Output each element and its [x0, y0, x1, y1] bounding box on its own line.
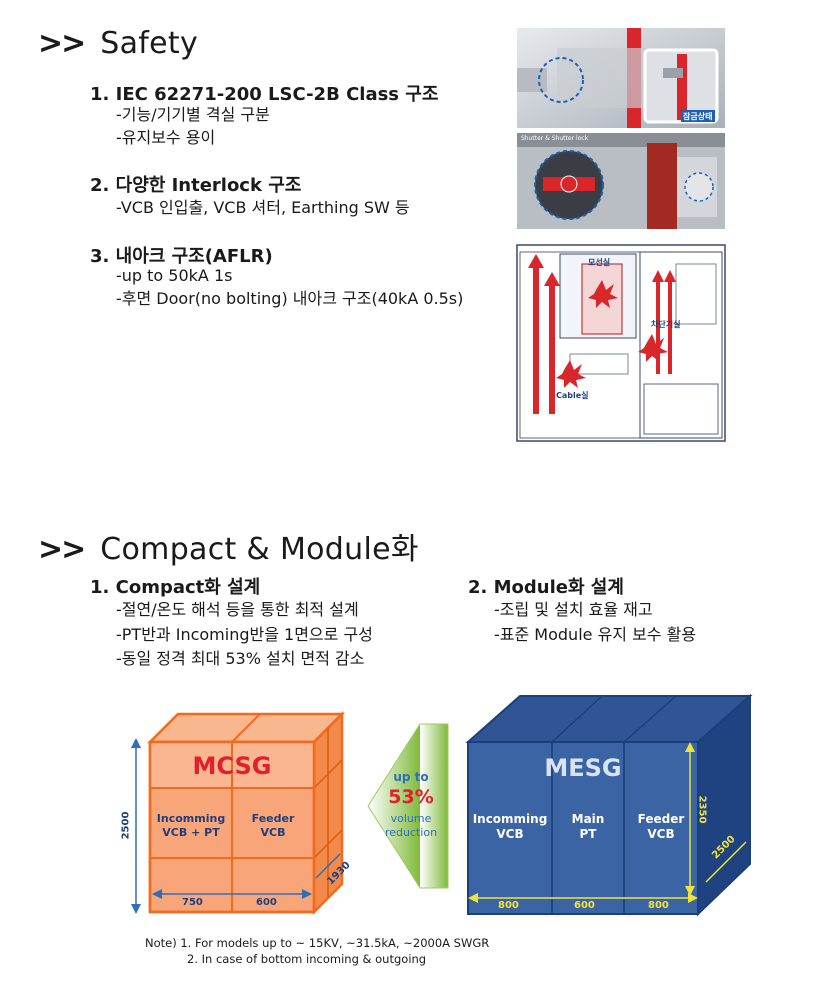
arrow-reduction: reduction [384, 826, 438, 839]
mcsg-cell-incomming: Incomming VCB + PT [156, 812, 226, 839]
safety-heading: Safety [100, 26, 199, 61]
safety-item-2-title: 2. 다양한 Interlock 구조 [90, 175, 302, 196]
mesg-height-dim: 2350 [696, 795, 708, 824]
mesg-cell-main: Main PT [571, 812, 605, 841]
arrow-percent: 53% [388, 786, 434, 808]
cable-compartment-label: Cable실 [556, 391, 589, 400]
safety-item-1-bullet-2: -유지보수 용이 [116, 128, 216, 147]
compact-col2-bullet-1: -조립 및 설치 효율 재고 [494, 600, 653, 619]
mesg-width1-dim: 800 [498, 900, 519, 911]
note-line-1: Note) 1. For models up to ~ 15KV, ~31.5k… [145, 936, 490, 950]
shutter-photo-label: Shutter & Shutter lock [521, 135, 589, 142]
mcsg-width1-dim: 750 [182, 897, 203, 908]
safety-item-3-bullet-1: -up to 50kA 1s [116, 266, 233, 285]
mcsg-name: MCSG [192, 752, 272, 780]
compact-col1-bullet-3: -동일 정격 최대 53% 설치 면적 감소 [116, 649, 365, 668]
interlock-photo: 잠금상태 [517, 28, 725, 128]
compact-heading: Compact & Module화 [100, 532, 419, 567]
mesg-name: MESG [544, 754, 622, 782]
breaker-compartment-label: 차단기실 [651, 320, 681, 329]
busbar-compartment-label: 모선실 [588, 258, 611, 267]
safety-item-1-bullet-1: -기능/기기별 격실 구분 [116, 105, 270, 124]
double-chevron-icon: >> [38, 26, 86, 61]
arrow-up-to: up to [393, 770, 429, 784]
shutter-photo: Shutter & Shutter lock [517, 133, 725, 229]
compact-col2-bullet-2: -표준 Module 유지 보수 활용 [494, 625, 697, 644]
mesg-cell-incomming: Incomming VCB [472, 812, 548, 841]
mesg-width3-dim: 800 [648, 900, 669, 911]
mesg-width2-dim: 600 [574, 900, 595, 911]
volume-reduction-arrow: up to 53% volume reduction [360, 720, 460, 892]
section-title-compact: >> Compact & Module화 [38, 524, 419, 568]
safety-item-3-bullet-2: -후면 Door(no bolting) 내아크 구조(40kA 0.5s) [116, 289, 464, 308]
safety-item-2-bullet-1: -VCB 인입출, VCB 셔터, Earthing SW 등 [116, 198, 410, 217]
interlock-photo-label: 잠금상태 [683, 112, 713, 121]
arc-flow-diagram: 모선실 차단기실 Cable실 [516, 244, 726, 442]
mcsg-width2-dim: 600 [256, 897, 277, 908]
mcsg-box: MCSG Incomming VCB + PT Feeder VCB 2500 … [120, 708, 370, 918]
mcsg-height-dim: 2500 [120, 811, 132, 840]
safety-item-1-title: 1. IEC 62271-200 LSC-2B Class 구조 [90, 84, 439, 105]
arrow-volume: volume [390, 812, 432, 825]
mesg-box: MESG Incomming VCB Main PT Feeder VCB 23… [460, 692, 760, 920]
note-line-2: 2. In case of bottom incoming & outgoing [187, 952, 427, 966]
compact-col2-title: 2. Module화 설계 [468, 577, 624, 598]
mesg-cell-feeder: Feeder VCB [637, 812, 685, 841]
mcsg-cell-feeder: Feeder VCB [251, 812, 295, 839]
double-chevron-icon: >> [38, 532, 86, 567]
safety-item-3-title: 3. 내아크 구조(AFLR) [90, 246, 273, 267]
compact-col1-title: 1. Compact화 설계 [90, 577, 261, 598]
compact-col1-bullet-2: -PT반과 Incoming반을 1면으로 구성 [116, 625, 373, 644]
compact-col1-bullet-1: -절연/온도 해석 등을 통한 최적 설계 [116, 600, 359, 619]
section-title-safety: >> Safety [38, 26, 198, 61]
